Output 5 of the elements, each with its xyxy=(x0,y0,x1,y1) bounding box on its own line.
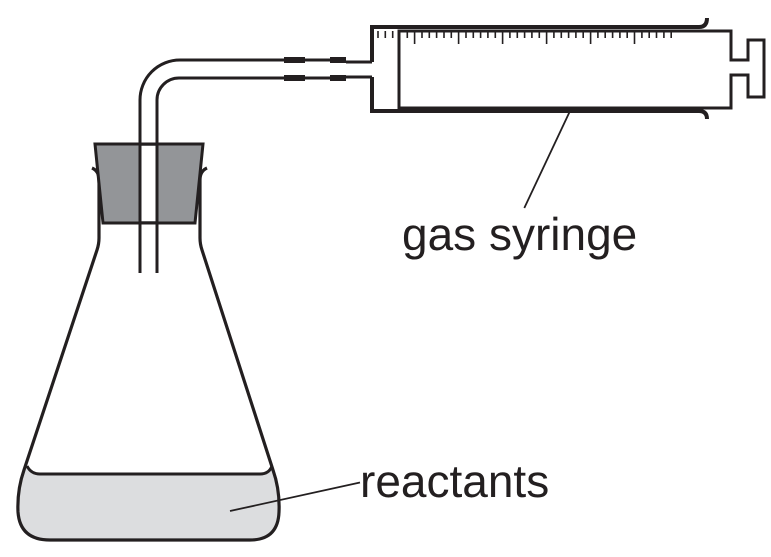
liquid-layer xyxy=(18,465,280,540)
part-label: reactants xyxy=(360,455,550,508)
leader-line xyxy=(230,482,360,512)
part-label: gas syringe xyxy=(402,208,638,261)
gas-syringe-drawing xyxy=(344,16,766,121)
